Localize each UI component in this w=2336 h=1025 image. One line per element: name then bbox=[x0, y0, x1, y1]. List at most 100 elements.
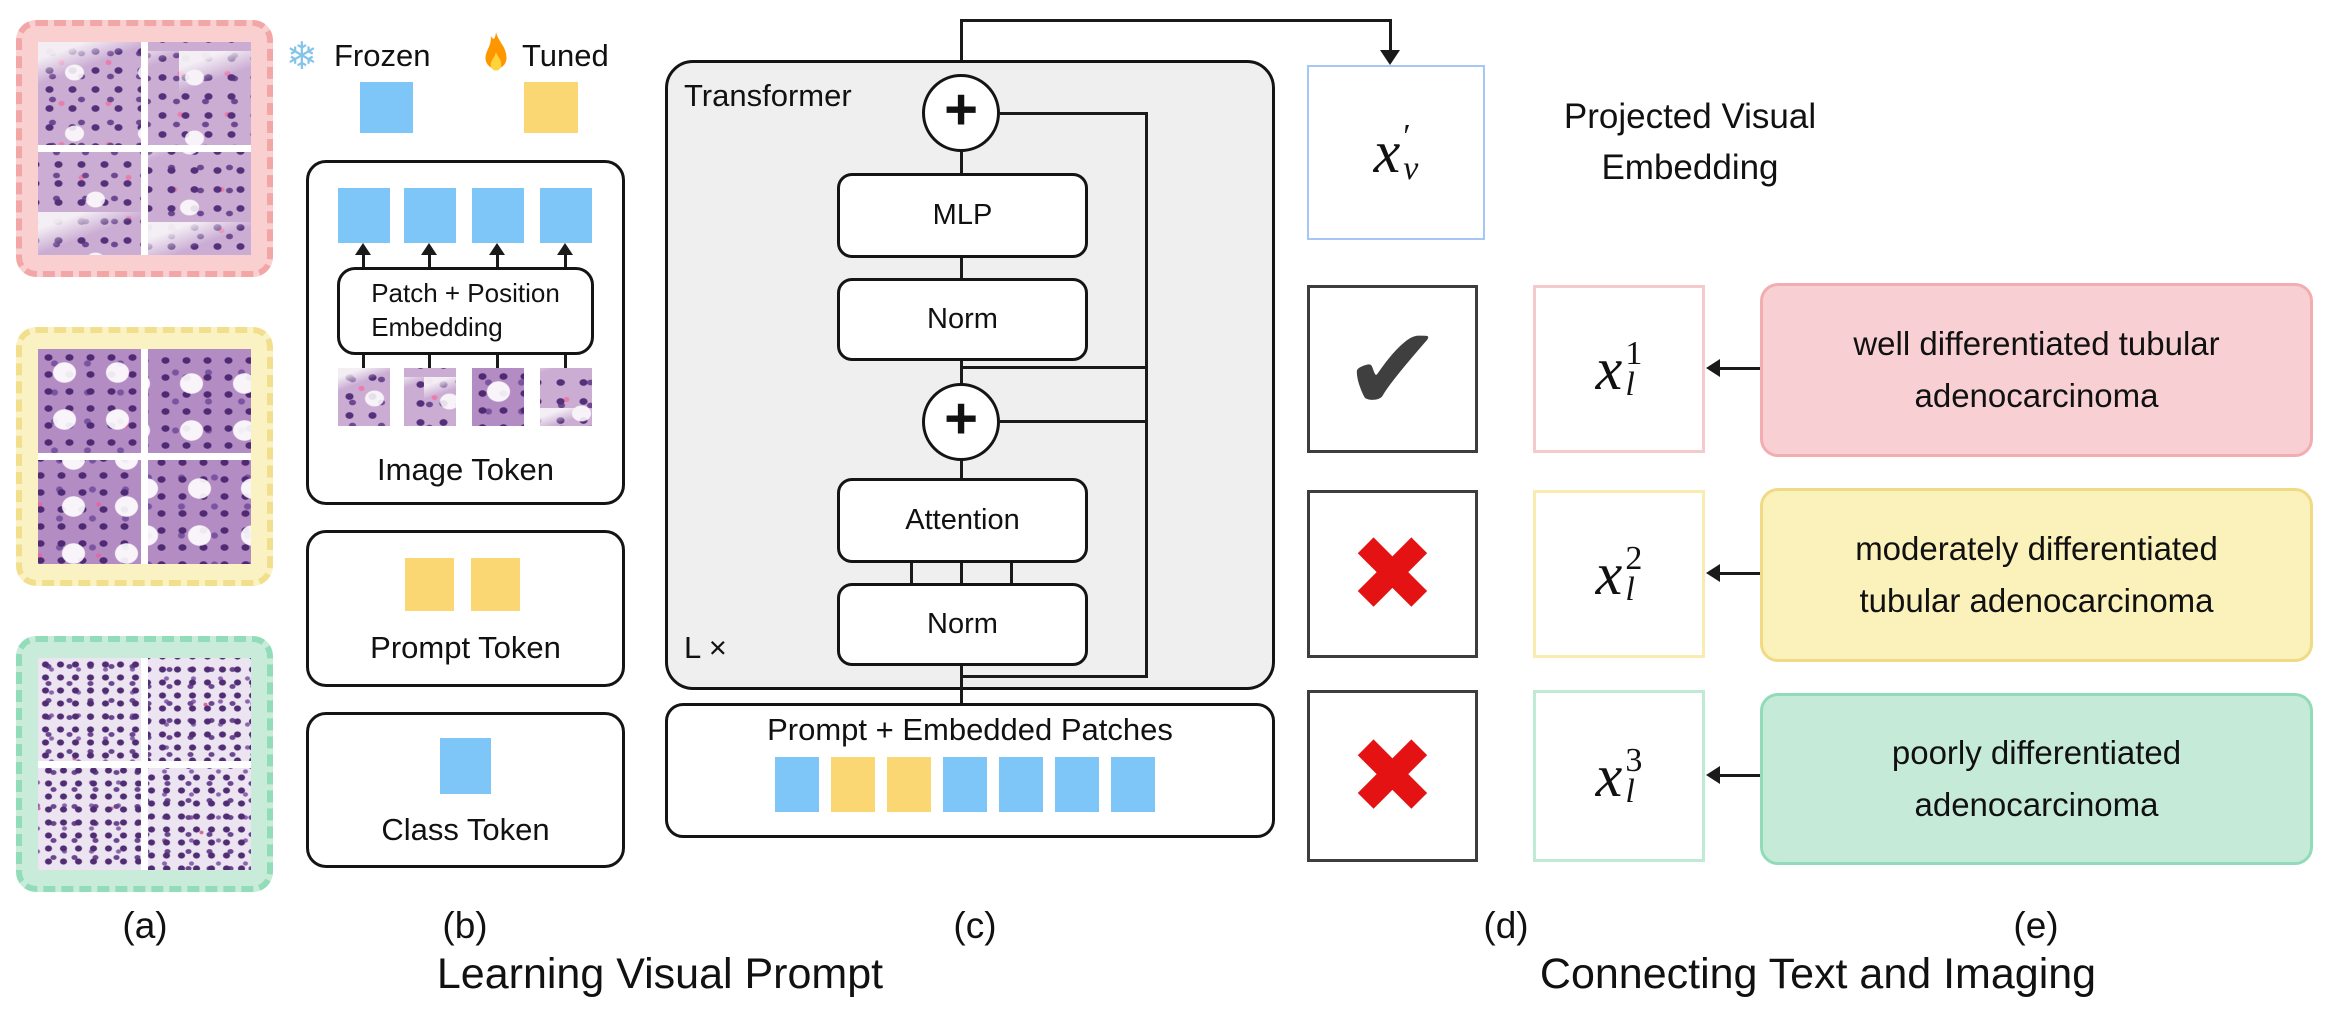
sample-image-poorly-differentiated bbox=[16, 636, 273, 892]
mlp-box: MLP bbox=[837, 173, 1088, 258]
class-text-line1: poorly differentiated bbox=[1891, 733, 2182, 771]
prompt-token-square bbox=[405, 558, 454, 611]
symbol-sup: 2 bbox=[1625, 539, 1643, 577]
histology-patch bbox=[148, 767, 251, 870]
symbol-base: x bbox=[1595, 335, 1623, 402]
image-token-square bbox=[338, 188, 390, 243]
sequence-token-blue bbox=[775, 757, 819, 812]
panel-c-label: (c) bbox=[953, 905, 997, 946]
visual-symbol-sub: v bbox=[1403, 149, 1419, 187]
check-icon: ✔ bbox=[1343, 300, 1442, 438]
text-arrow-line bbox=[1716, 367, 1760, 370]
caption-connecting-text-imaging: Connecting Text and Imaging bbox=[1539, 950, 2097, 998]
connector-line bbox=[564, 252, 567, 267]
panel-d-label: (d) bbox=[1483, 905, 1529, 946]
caption-learning-visual-prompt: Learning Visual Prompt bbox=[436, 950, 884, 998]
class-token-label: Class Token bbox=[381, 812, 550, 847]
histology-patch bbox=[148, 152, 251, 255]
symbol-sub: l bbox=[1625, 366, 1635, 403]
histology-patch bbox=[38, 152, 141, 255]
norm-label: Norm bbox=[927, 608, 998, 640]
norm-box-lower: Norm bbox=[837, 583, 1088, 666]
class-text-line2: tubular adenocarcinoma bbox=[1859, 582, 2214, 619]
patch-position-line2: Embedding bbox=[371, 312, 503, 342]
class-text-line1: well differentiated tubular bbox=[1853, 324, 2220, 362]
layers-count-label: L × bbox=[684, 630, 727, 665]
projected-visual-embedding-box: x ′ v bbox=[1307, 65, 1485, 240]
sample-image-moderately-differentiated bbox=[16, 327, 273, 586]
sequence-token-blue bbox=[943, 757, 987, 812]
histology-patch bbox=[148, 349, 251, 453]
connector-line bbox=[564, 355, 567, 369]
arrowhead-left-icon bbox=[1706, 766, 1720, 784]
image-token-label: Image Token bbox=[377, 452, 554, 487]
spine-segment bbox=[960, 360, 963, 384]
mlp-label: MLP bbox=[932, 199, 993, 231]
cross-icon: ✖ bbox=[1348, 715, 1437, 837]
attention-norm-stub bbox=[1010, 562, 1013, 584]
connector-line bbox=[428, 355, 431, 369]
text-arrow-line bbox=[1716, 572, 1760, 575]
symbol-base: x bbox=[1595, 742, 1623, 809]
connector-line bbox=[496, 252, 499, 267]
arrowhead-up-icon bbox=[355, 243, 371, 255]
histology-tile-grid bbox=[38, 658, 251, 870]
prompt-token-label: Prompt Token bbox=[370, 630, 561, 665]
match-box-1: ✔ bbox=[1307, 285, 1478, 453]
histology-tile-grid bbox=[38, 349, 251, 564]
projected-visual-embedding-title: Projected Visual Embedding bbox=[1495, 92, 1885, 194]
add-node-bottom: + bbox=[922, 383, 1000, 461]
arrowhead-up-icon bbox=[557, 243, 573, 255]
sequence-token-yellow bbox=[831, 757, 875, 812]
histology-patch bbox=[38, 460, 141, 564]
connector-line bbox=[428, 252, 431, 267]
symbol-sub: l bbox=[1625, 571, 1635, 608]
residual-tap-mid-upper bbox=[961, 366, 1147, 369]
prompt-token-box bbox=[306, 530, 625, 687]
projected-title-line1: Projected Visual bbox=[1563, 97, 1817, 136]
connector-line bbox=[496, 355, 499, 369]
plus-icon: + bbox=[944, 77, 978, 142]
symbol-base: x bbox=[1595, 540, 1623, 607]
attention-norm-stub bbox=[910, 562, 913, 584]
image-token-square bbox=[540, 188, 592, 243]
projected-title-line2: Embedding bbox=[1601, 147, 1779, 187]
attention-norm-stub bbox=[960, 562, 963, 584]
plus-icon: + bbox=[944, 386, 978, 451]
class-text-line2: adenocarcinoma bbox=[1914, 786, 2159, 823]
prompt-token-square bbox=[471, 558, 520, 611]
symbol-sup: 3 bbox=[1625, 741, 1643, 779]
snowflake-icon: ❄ bbox=[286, 34, 318, 78]
image-patch-thumbnail bbox=[338, 368, 390, 426]
residual-tap-mid-lower bbox=[1000, 420, 1148, 423]
tuned-token-swatch bbox=[524, 82, 578, 133]
class-text-box-2: moderately differentiated tubular adenoc… bbox=[1760, 488, 2313, 662]
panel-b-label: (b) bbox=[442, 905, 488, 946]
arrowhead-up-icon bbox=[489, 243, 505, 255]
sequence-token-blue bbox=[1055, 757, 1099, 812]
class-text-line1: moderately differentiated bbox=[1855, 529, 2218, 567]
residual-skip-rail bbox=[1145, 112, 1148, 678]
prompt-embedded-patches-label: Prompt + Embedded Patches bbox=[767, 712, 1173, 747]
attention-box: Attention bbox=[837, 478, 1088, 563]
output-line-vertical bbox=[960, 19, 963, 75]
cross-icon: ✖ bbox=[1348, 513, 1437, 635]
attention-label: Attention bbox=[905, 504, 1020, 536]
image-token-square bbox=[404, 188, 456, 243]
spine-segment bbox=[960, 460, 963, 479]
sequence-token-blue bbox=[1111, 757, 1155, 812]
visual-symbol-prime: ′ bbox=[1403, 118, 1411, 156]
visual-symbol-base: x bbox=[1373, 119, 1401, 185]
text-arrow-line bbox=[1716, 774, 1760, 777]
spine-segment bbox=[960, 257, 963, 279]
residual-tap-bottom bbox=[961, 675, 1147, 678]
panel-e-label: (e) bbox=[2013, 905, 2059, 946]
symbol-sup: 1 bbox=[1625, 334, 1643, 372]
histology-tile-grid bbox=[38, 42, 251, 255]
class-token-square bbox=[440, 738, 491, 794]
norm-box-upper: Norm bbox=[837, 278, 1088, 361]
flame-icon bbox=[480, 32, 512, 74]
output-line-drop bbox=[1389, 19, 1392, 52]
histology-patch bbox=[38, 42, 141, 145]
sequence-token-blue bbox=[999, 757, 1043, 812]
